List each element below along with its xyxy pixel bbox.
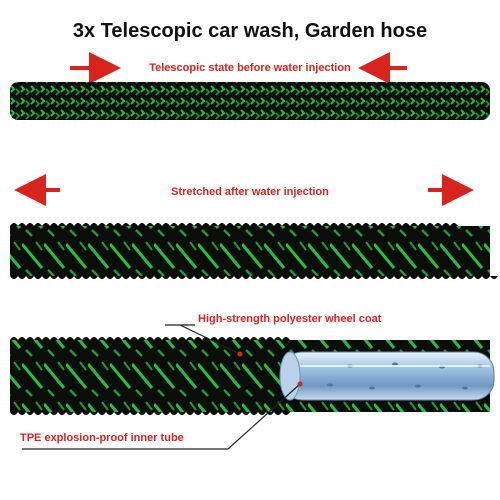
- label-before-water: Telescopic state before water injection: [149, 62, 351, 74]
- label-polyester-coat: High-strength polyester wheel coat: [198, 313, 382, 325]
- inner-tube: [281, 351, 495, 401]
- stretched-hose: [10, 223, 498, 279]
- cutaway-hose: [10, 337, 495, 415]
- label-inner-tube: TPE explosion-proof inner tube: [20, 432, 184, 444]
- callout-lines: [22, 324, 303, 450]
- tube-callout-line: [227, 383, 301, 450]
- compressed-hose: [10, 82, 490, 120]
- page-title: 3x Telescopic car wash, Garden hose: [72, 20, 428, 42]
- label-after-water: Stretched after water injection: [171, 186, 329, 198]
